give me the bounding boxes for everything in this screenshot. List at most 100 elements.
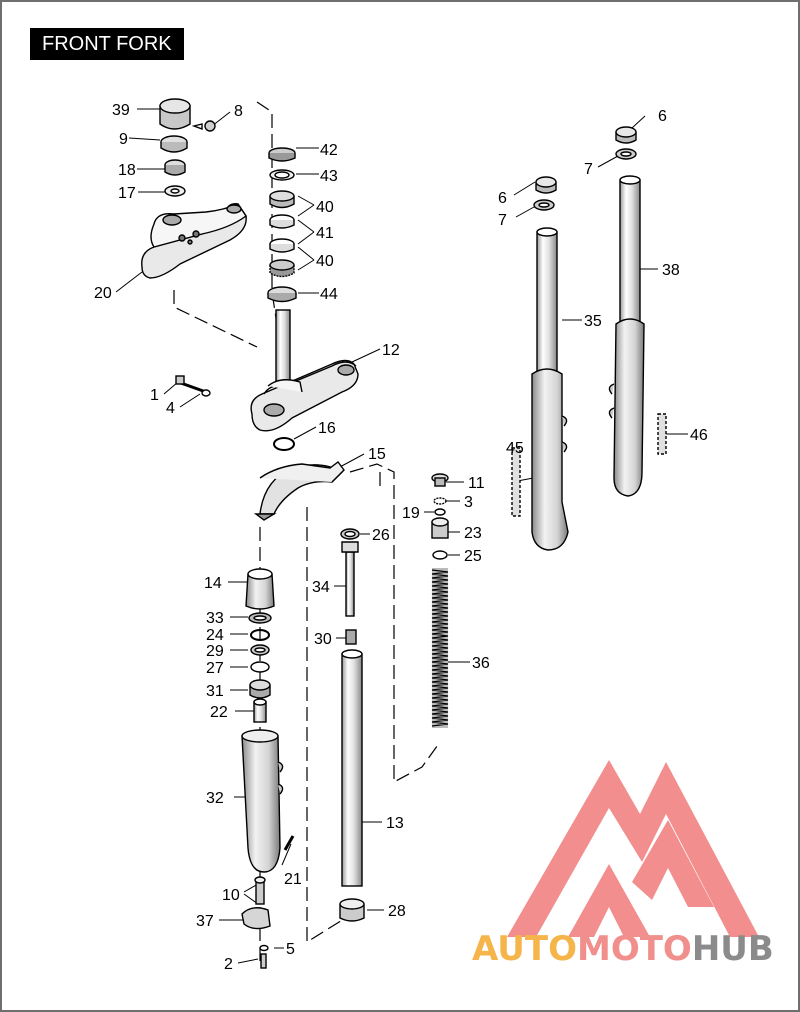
part-10-drain-bolt xyxy=(254,876,266,905)
callout-27: 27 xyxy=(206,660,224,677)
part-5-washer xyxy=(259,944,269,952)
part-46-decal xyxy=(657,413,667,455)
part-27-washer xyxy=(250,661,270,673)
callout-28: 28 xyxy=(388,903,406,920)
part-39-cap xyxy=(159,98,191,130)
watermark-part-2: MOTO xyxy=(577,929,692,969)
part-13-fork-tube xyxy=(341,649,363,887)
part-33-seal xyxy=(248,612,272,624)
callout-31: 31 xyxy=(206,683,224,700)
callout-41: 41 xyxy=(316,225,334,242)
part-12-lower-bracket xyxy=(250,309,359,432)
part-9-nut xyxy=(160,135,188,153)
part-18-bushing xyxy=(164,159,186,176)
callout-43: 43 xyxy=(320,168,338,185)
callout-32: 32 xyxy=(206,790,224,807)
part-21-screw xyxy=(283,835,295,851)
watermark-logo xyxy=(507,760,759,937)
callout-21: 21 xyxy=(284,871,302,888)
part-30-ring xyxy=(345,629,357,645)
part-29-bushing xyxy=(250,644,270,656)
callout-4: 4 xyxy=(166,400,175,417)
callout-46: 46 xyxy=(690,427,708,444)
part-34-damper-rod xyxy=(341,541,359,617)
part-23-plug xyxy=(431,517,449,539)
part-1-bolt xyxy=(175,375,207,394)
callout-22: 22 xyxy=(210,704,228,721)
callout-19: 19 xyxy=(402,505,420,522)
callout-36: 36 xyxy=(472,655,490,672)
part-6-cap-left xyxy=(535,176,557,194)
part-31-bushing xyxy=(249,679,271,699)
part-16-ring xyxy=(273,437,295,451)
callout-3: 3 xyxy=(464,494,473,511)
callout-40: 40 xyxy=(316,199,334,216)
part-44-seal xyxy=(267,286,297,303)
part-40-bearing-bottom xyxy=(269,259,295,278)
callout-6: 6 xyxy=(658,108,667,125)
part-4-washer xyxy=(201,389,211,397)
part-20-upper-bracket xyxy=(141,203,247,279)
part-32-slider xyxy=(241,729,284,873)
watermark-part-3: HUB xyxy=(692,929,774,969)
part-15-fender-bracket xyxy=(253,461,345,521)
callout-35: 35 xyxy=(584,313,602,330)
callout-15: 15 xyxy=(368,446,386,463)
part-17-washer xyxy=(164,185,186,197)
callout-25: 25 xyxy=(464,548,482,565)
part-22-spacer xyxy=(253,698,267,723)
callout-14: 14 xyxy=(204,575,222,592)
callout-16: 16 xyxy=(318,420,336,437)
part-38-fork-leg xyxy=(608,175,645,497)
callout-7: 7 xyxy=(584,161,593,178)
part-8-screw xyxy=(191,120,216,132)
part-2-screw xyxy=(260,953,267,969)
callout-13: 13 xyxy=(386,815,404,832)
callout-33: 33 xyxy=(206,610,224,627)
part-40-bearing-top xyxy=(269,190,295,209)
part-24-ring xyxy=(250,629,270,641)
callout-17: 17 xyxy=(118,185,136,202)
part-45-decal xyxy=(511,447,521,517)
callout-8: 8 xyxy=(234,103,243,120)
watermark-text: AUTOMOTOHUB xyxy=(472,929,774,969)
page-title: FRONT FORK xyxy=(30,28,184,60)
part-41-race-top xyxy=(269,214,295,229)
part-3-oring xyxy=(433,497,447,505)
part-35-fork-leg xyxy=(531,227,569,551)
part-7-seal-right xyxy=(615,148,637,160)
callout-12: 12 xyxy=(382,342,400,359)
part-26-ring xyxy=(340,528,360,540)
callout-5: 5 xyxy=(286,941,295,958)
callout-26: 26 xyxy=(372,527,390,544)
callout-20: 20 xyxy=(94,285,112,302)
callout-38: 38 xyxy=(662,262,680,279)
callout-34: 34 xyxy=(312,579,330,596)
callout-37: 37 xyxy=(196,913,214,930)
callout-45: 45 xyxy=(506,440,524,457)
callout-30: 30 xyxy=(314,631,332,648)
part-37-cap xyxy=(241,907,271,930)
callout-42: 42 xyxy=(320,142,338,159)
part-14-boot xyxy=(245,568,275,610)
callout-9: 9 xyxy=(119,131,128,148)
part-11-cap xyxy=(431,473,449,487)
callout-11: 11 xyxy=(468,475,485,492)
part-36-spring xyxy=(431,568,449,728)
part-28-spacer xyxy=(339,898,365,922)
watermark-part-1: AUTO xyxy=(472,929,577,969)
callout-10: 10 xyxy=(222,887,240,904)
callout-29: 29 xyxy=(206,643,224,660)
part-6-cap-right xyxy=(615,126,637,144)
part-43-washer xyxy=(269,169,295,181)
callout-2: 2 xyxy=(224,956,233,973)
callout-24: 24 xyxy=(206,627,224,644)
part-7-seal-left xyxy=(533,199,555,211)
part-41-race-bottom xyxy=(269,238,295,253)
callout-44: 44 xyxy=(320,286,338,303)
part-42-locknut xyxy=(268,147,296,162)
callout-39: 39 xyxy=(112,102,130,119)
